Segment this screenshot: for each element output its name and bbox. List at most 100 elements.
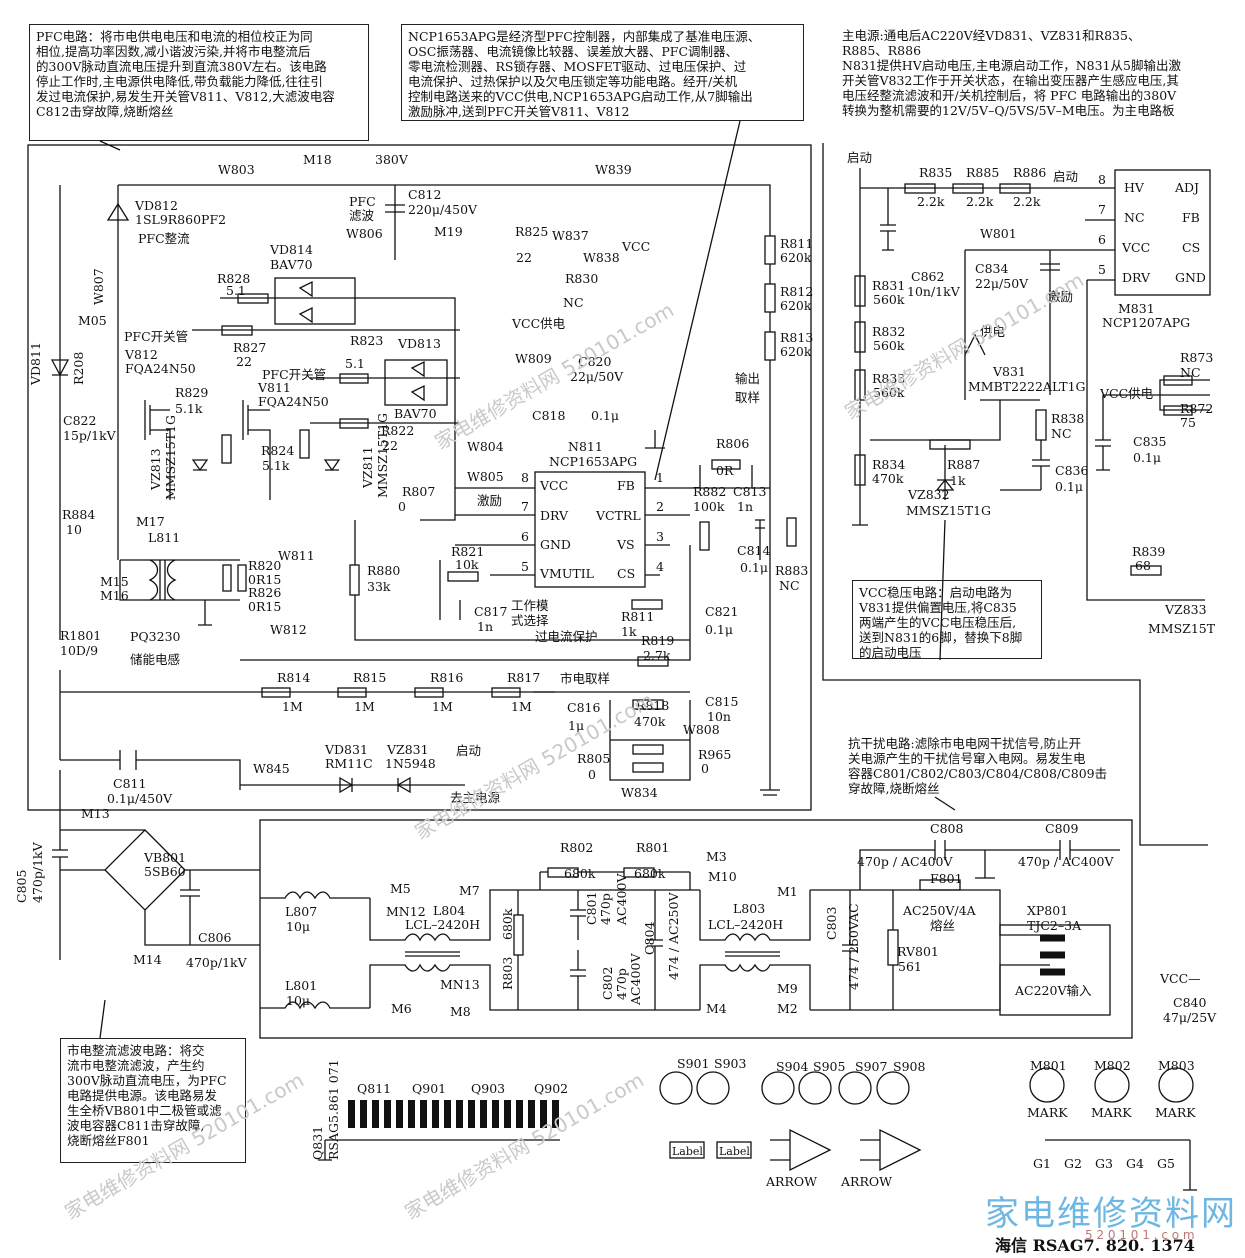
component-label: 储能电感: [130, 652, 180, 667]
site-logo-text: 家电维修资料网: [985, 1194, 1237, 1234]
component-label: NC: [1180, 365, 1201, 380]
board-model: 海信 RSAG7. 820. 1374: [995, 1236, 1195, 1255]
component-label: G5: [1157, 1156, 1175, 1171]
component-label: W807: [91, 268, 106, 305]
component-label: 3: [656, 529, 664, 544]
component-label: R812: [780, 284, 813, 299]
component-label: W837: [552, 228, 589, 243]
component-label: VD811: [28, 342, 43, 386]
component-label: 启动: [1053, 169, 1078, 184]
component-label: 8: [1098, 172, 1106, 187]
component-label: 1N5948: [385, 756, 436, 771]
component-label: 7: [521, 499, 529, 514]
component-label: G4: [1126, 1156, 1144, 1171]
note-line: 容器C801/C802/C803/C804/C808/C809击: [848, 766, 1108, 781]
note-line: 穿故障,烧断熔丝: [848, 781, 940, 796]
component-label: 474 / 250VAC: [846, 903, 861, 990]
component-label: R833: [872, 371, 905, 386]
svg-text:家电维修资料网 520101.com: 家电维修资料网 520101.com: [61, 1068, 308, 1225]
note-line: 主电源:通电后AC220V经VD831、VZ831和R835、R885、R886: [842, 28, 1141, 58]
component-label: 启动: [847, 150, 872, 165]
component-label: 68: [1135, 558, 1151, 573]
component-label: 0R15: [248, 599, 281, 614]
component-label: R830: [565, 271, 598, 286]
component-label: 470p/1kV: [30, 841, 45, 903]
component-label: AC400V: [628, 953, 643, 1006]
component-label: PFC开关管: [262, 367, 326, 382]
component-label: R827: [233, 340, 266, 355]
component-label: 0R15: [248, 572, 281, 587]
component-label: ARROW: [765, 1174, 817, 1189]
component-label: C821: [705, 604, 738, 619]
component-label: 680k: [564, 866, 596, 881]
component-label: 1: [656, 470, 664, 485]
component-label: 2.2k: [966, 194, 994, 209]
component-label: 2.2k: [917, 194, 945, 209]
component-label: M18: [303, 152, 332, 167]
component-label: R887: [947, 457, 980, 472]
component-label: 47μ/25V: [1163, 1010, 1217, 1025]
component-label: VD814: [269, 242, 313, 257]
component-label: M16: [100, 588, 129, 603]
component-label: C816: [567, 700, 600, 715]
component-label: 380V: [375, 152, 409, 167]
component-label: 100k: [693, 499, 725, 514]
note-line: 关电源产生的干扰信号窜入电网。易发生电: [848, 751, 1086, 766]
watermarks: 家电维修资料网 520101.com 家电维修资料网 520101.com 家电…: [61, 268, 1088, 1225]
component-label: V811: [257, 380, 291, 395]
component-label: 过电流保护: [535, 629, 598, 644]
component-label: ADJ: [1174, 180, 1199, 195]
component-label: C802: [600, 967, 615, 1000]
component-label: 10: [66, 522, 82, 537]
note-line: 两端产生的VCC电压稳压后,: [859, 615, 1017, 630]
component-label: NC: [1051, 426, 1072, 441]
component-label: MARK: [1027, 1105, 1068, 1120]
component-label: VD812: [134, 198, 178, 213]
component-label: VD813: [397, 336, 441, 351]
component-label: R839: [1132, 544, 1165, 559]
component-label: C812: [408, 187, 441, 202]
component-label: L811: [148, 530, 180, 545]
component-label: 1n: [477, 619, 493, 634]
component-label: F801: [930, 871, 963, 886]
component-label: 式选择: [511, 613, 549, 628]
component-label: 启动: [456, 743, 481, 758]
component-label: 470p: [598, 893, 613, 925]
component-label: L803: [733, 901, 765, 916]
component-label: W808: [683, 722, 720, 737]
component-label: 0.1μ: [1055, 479, 1083, 494]
note-line: 流市电整流滤波，产生约: [67, 1058, 205, 1073]
component-label: 470p: [614, 968, 629, 1000]
note-line: 电流保护、过热保护以及欠电压锁定等功能电路。经开/关机: [408, 74, 738, 89]
component-label: L801: [285, 978, 317, 993]
component-label: VCC: [1121, 240, 1150, 255]
component-label: R802: [560, 840, 593, 855]
component-label: S905: [813, 1059, 845, 1074]
component-label: R872: [1180, 401, 1213, 416]
component-label: R820: [248, 558, 281, 573]
component-label: MMBT2222ALT1G: [968, 379, 1086, 394]
component-label: MARK: [1155, 1105, 1196, 1120]
component-label: R821: [451, 544, 484, 559]
component-label: 10n: [707, 709, 731, 724]
component-label: Q902: [534, 1081, 568, 1096]
component-label: RSAG5.861 071: [326, 1059, 341, 1160]
component-label: 561: [898, 959, 922, 974]
component-label: R880: [367, 563, 400, 578]
component-label: R825: [515, 224, 548, 239]
component-label: N811: [568, 439, 603, 454]
component-label: DRV: [1122, 270, 1151, 285]
component-label: 0: [588, 767, 596, 782]
component-label: 供电: [980, 324, 1006, 339]
component-label: VCC—: [1159, 971, 1201, 986]
note-line: 转换为整机需要的12V/5V–Q/5VS/5V–M电压。为主电路板: [842, 103, 1175, 118]
pfc-section-frame: [27, 144, 812, 811]
component-label: PFC开关管: [124, 329, 188, 344]
component-label: Q903: [471, 1081, 505, 1096]
component-label: Q811: [357, 1081, 391, 1096]
component-label: R831: [872, 278, 905, 293]
component-label: 激励: [477, 493, 502, 508]
component-label: 680k: [500, 908, 515, 940]
component-label: M9: [777, 981, 798, 996]
component-label: AC220V输入: [1014, 983, 1092, 998]
